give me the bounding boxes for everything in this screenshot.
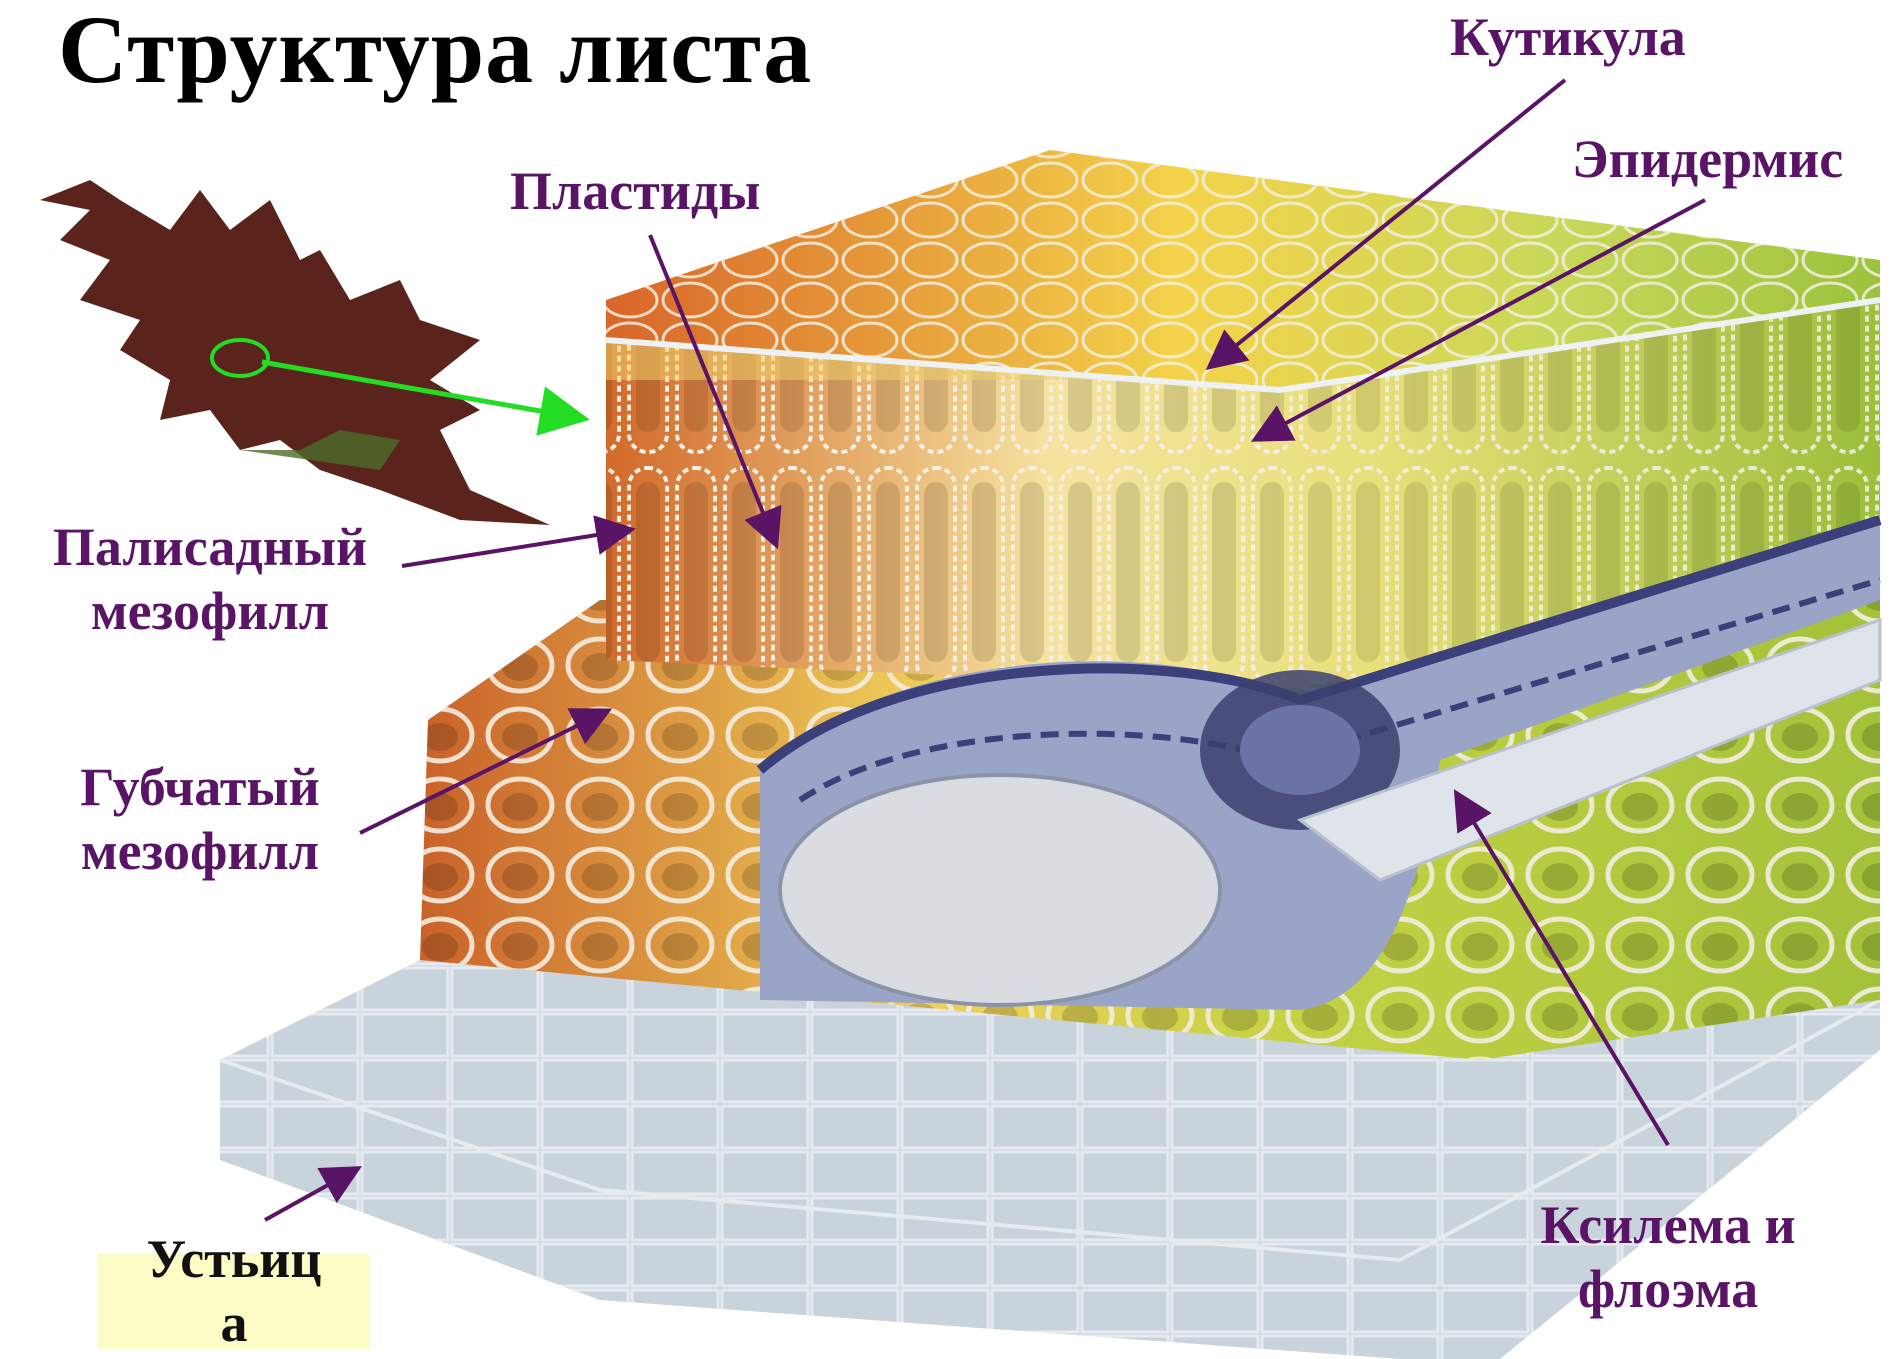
palisade-arrow (402, 530, 628, 566)
label-cuticle: Кутикула (1450, 6, 1686, 70)
label-spongy-line2: мезофилл (40, 820, 360, 884)
label-epidermis: Эпидермис (1572, 128, 1843, 192)
label-palisade-line1: Палисадный (18, 516, 402, 580)
label-xylem-line2: флоэма (1508, 1258, 1828, 1322)
label-xylem-phloem: Ксилема и флоэма (1508, 1194, 1828, 1321)
label-palisade-line2: мезофилл (18, 580, 402, 644)
label-xylem-line1: Ксилема и (1508, 1194, 1828, 1258)
label-spongy-mesophyll: Губчатый мезофилл (40, 756, 360, 883)
label-plastids: Пластиды (510, 160, 760, 224)
label-stoma-line1: Устьиц (98, 1228, 370, 1292)
label-stoma: Устьиц а (98, 1228, 370, 1355)
page-title: Структура листа (58, 0, 812, 105)
label-stoma-line2: а (98, 1292, 370, 1356)
label-palisade-mesophyll: Палисадный мезофилл (18, 516, 402, 643)
oak-leaf-image (40, 180, 550, 525)
label-spongy-line1: Губчатый (40, 756, 360, 820)
